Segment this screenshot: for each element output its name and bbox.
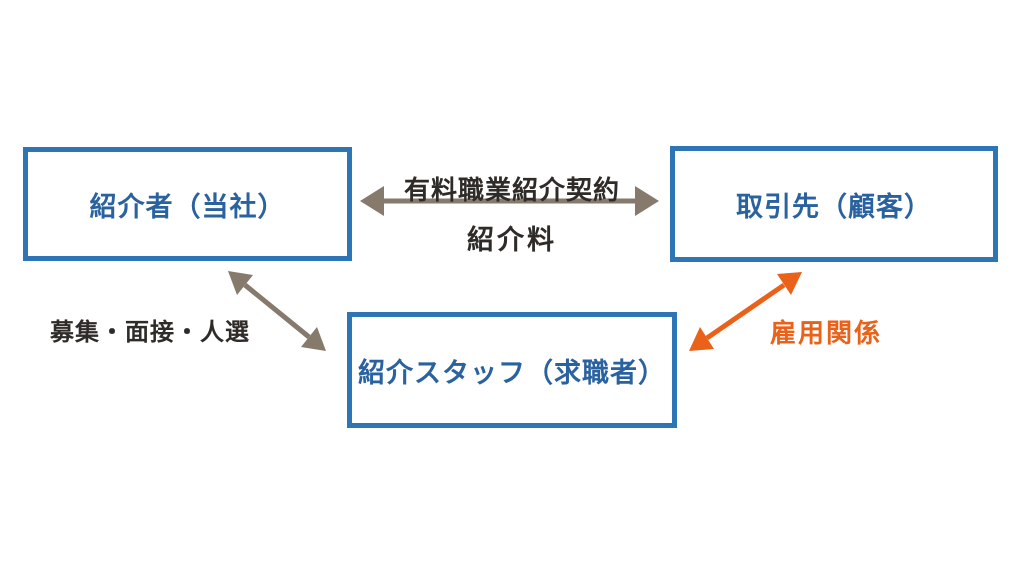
staff-box-label: 紹介スタッフ（求職者） bbox=[358, 357, 666, 389]
client-box: 取引先（顧客） bbox=[670, 146, 998, 262]
contract-arrow-top-label: 有料職業紹介契約 bbox=[403, 176, 621, 206]
employment-arrow-label: 雇用関係 bbox=[769, 319, 883, 349]
employment-arrow-shaft bbox=[705, 282, 786, 341]
recruit-arrow-top-head bbox=[228, 271, 253, 295]
staff-box: 紹介スタッフ（求職者） bbox=[347, 312, 677, 428]
contract-arrow-right-head bbox=[635, 186, 659, 216]
introducer-box: 紹介者（当社） bbox=[23, 147, 352, 261]
employment-arrow-bottom-head bbox=[689, 327, 714, 351]
employment-arrow bbox=[689, 272, 802, 351]
employment-arrow-top-head bbox=[777, 272, 802, 295]
recruit-arrow-shaft bbox=[243, 283, 311, 339]
recruit-arrow-bottom-head bbox=[301, 327, 326, 351]
contract-arrow-left-head bbox=[360, 186, 384, 216]
recruit-arrow bbox=[228, 271, 326, 351]
client-box-label: 取引先（顧客） bbox=[736, 191, 932, 223]
contract-arrow bbox=[360, 186, 659, 216]
introducer-box-label: 紹介者（当社） bbox=[89, 191, 286, 223]
recruit-arrow-label: 募集・面接・人選 bbox=[50, 318, 250, 346]
contract-arrow-bottom-label: 紹介料 bbox=[467, 225, 557, 256]
